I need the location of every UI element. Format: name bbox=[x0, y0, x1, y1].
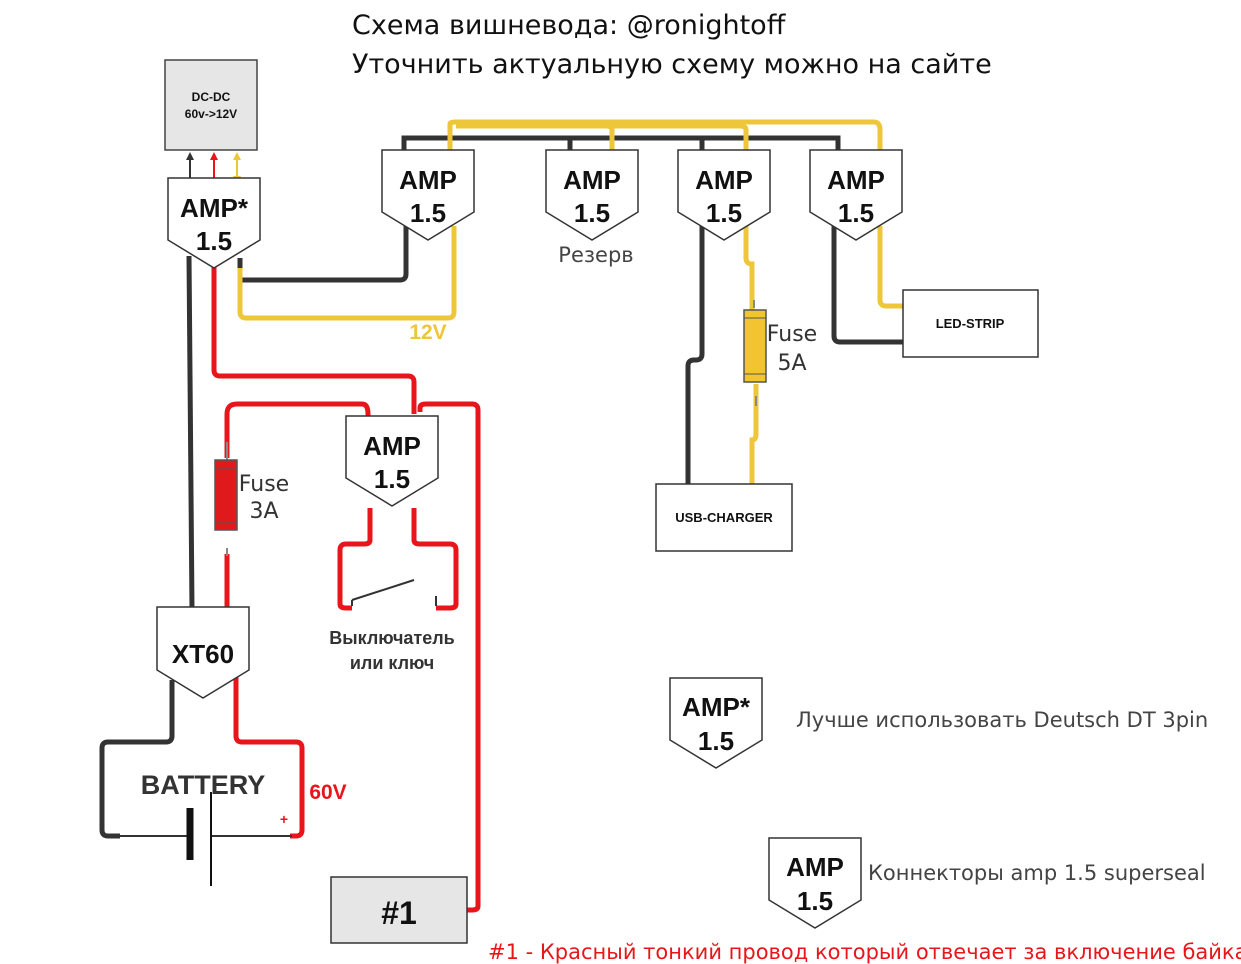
wire-black-top-bus bbox=[401, 135, 841, 155]
fuse-3a bbox=[214, 459, 238, 531]
wire-yellow-tap-2 bbox=[612, 123, 749, 155]
svg-text:AMP: AMP bbox=[399, 165, 457, 195]
led-strip-label: LED-STRIP bbox=[936, 316, 1005, 331]
amp-connector-led: AMP 1.5 bbox=[809, 149, 903, 241]
title-line-2: Уточнить актуальную схему можно на сайте bbox=[352, 49, 992, 80]
svg-text:AMP*: AMP* bbox=[180, 193, 249, 223]
svg-text:AMP: AMP bbox=[786, 852, 844, 882]
svg-text:XT60: XT60 bbox=[172, 639, 234, 669]
battery-label: BATTERY bbox=[141, 770, 266, 800]
svg-text:AMP: AMP bbox=[695, 165, 753, 195]
svg-text:AMP: AMP bbox=[363, 431, 421, 461]
ref1-label: #1 bbox=[381, 895, 417, 931]
svg-text:1.5: 1.5 bbox=[410, 198, 446, 228]
wire-yellow-usb bbox=[743, 226, 759, 484]
amp-star-connector-legend: AMP* 1.5 bbox=[669, 677, 763, 769]
wire-yellow-12v-loop bbox=[237, 226, 457, 321]
svg-text:1.5: 1.5 bbox=[698, 726, 734, 756]
legend-deutsch: Лучше использовать Deutsch DT 3pin bbox=[796, 708, 1208, 732]
dcdc-label-line1: DC-DC bbox=[192, 90, 231, 104]
wire-black-main bbox=[186, 255, 195, 611]
fuse-3a-value: 3A bbox=[249, 499, 278, 524]
svg-text:1.5: 1.5 bbox=[838, 198, 874, 228]
wire-black-usb bbox=[685, 226, 705, 484]
svg-text:1.5: 1.5 bbox=[706, 198, 742, 228]
wire-red-battery bbox=[233, 672, 305, 839]
fuse-5a-label: Fuse bbox=[767, 322, 817, 347]
wire-red-fuse3 bbox=[224, 401, 371, 608]
wire-yellow-top-bus bbox=[447, 119, 883, 155]
svg-text:1.5: 1.5 bbox=[797, 886, 833, 916]
amp-connector-reserve: AMP 1.5 bbox=[545, 149, 639, 241]
wire-black-12v-loop bbox=[237, 226, 409, 283]
legend-superseal: Коннекторы amp 1.5 superseal bbox=[868, 861, 1206, 885]
wire-red-main bbox=[211, 266, 417, 414]
amp-connector-switch: AMP 1.5 bbox=[345, 415, 439, 507]
battery-plus: + bbox=[280, 811, 288, 827]
ref1-box bbox=[330, 876, 468, 944]
voltage-60v-label: 60V bbox=[309, 781, 346, 804]
dcdc-label-line2: 60v->12V bbox=[185, 107, 237, 121]
fuse-5a-value: 5A bbox=[777, 351, 806, 376]
amp-star-connector-main: AMP* 1.5 bbox=[167, 177, 261, 269]
svg-text:AMP: AMP bbox=[563, 165, 621, 195]
switch-label-line1: Выключатель bbox=[329, 628, 455, 648]
svg-text:1.5: 1.5 bbox=[196, 226, 232, 256]
usb-charger-label: USB-CHARGER bbox=[675, 510, 773, 525]
svg-text:AMP*: AMP* bbox=[682, 692, 751, 722]
reserve-label: Резерв bbox=[558, 243, 633, 267]
amp-connector-legend: AMP 1.5 bbox=[768, 837, 862, 929]
title-line-1: Схема вишневода: @ronightoff bbox=[352, 10, 787, 41]
wire-red-switch-left bbox=[337, 508, 373, 611]
dcdc-converter bbox=[164, 59, 258, 151]
svg-text:1.5: 1.5 bbox=[574, 198, 610, 228]
wire-yellow-led bbox=[877, 226, 904, 309]
wire-red-ref1 bbox=[417, 401, 481, 913]
wire-black-led bbox=[831, 226, 904, 345]
switch-label-line2: или ключ bbox=[350, 653, 434, 673]
voltage-12v-label: 12V bbox=[409, 321, 446, 344]
svg-text:1.5: 1.5 bbox=[374, 464, 410, 494]
amp-connector-1: AMP 1.5 bbox=[381, 149, 475, 241]
fuse-3a-label: Fuse bbox=[239, 472, 289, 497]
svg-text:AMP: AMP bbox=[827, 165, 885, 195]
switch-contact bbox=[351, 579, 437, 601]
usb-charger-box bbox=[655, 483, 793, 552]
led-strip-box bbox=[902, 289, 1039, 358]
wire-black-battery bbox=[99, 680, 175, 839]
legend-note: #1 - Красный тонкий провод который отвеч… bbox=[488, 940, 1241, 964]
xt60-connector: XT60 bbox=[156, 606, 250, 699]
fuse-5a bbox=[743, 309, 767, 383]
wire-yellow-tap-1 bbox=[456, 123, 615, 155]
amp-connector-usb: AMP 1.5 bbox=[677, 149, 771, 241]
wire-red-switch-right bbox=[411, 508, 459, 611]
